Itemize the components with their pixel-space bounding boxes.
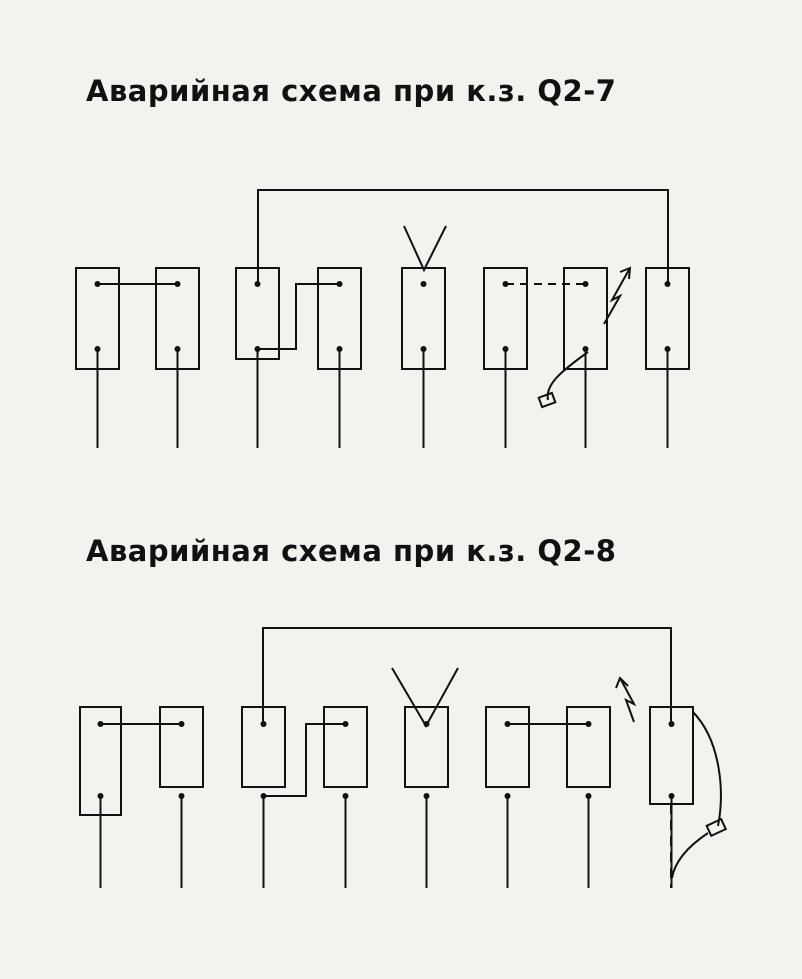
ground-clip-wire bbox=[692, 711, 722, 827]
short-circuit-arrow-head bbox=[615, 676, 629, 689]
terminal-box-5 bbox=[404, 706, 449, 788]
input-104-v bbox=[403, 225, 447, 273]
terminal-box-2 bbox=[159, 706, 204, 788]
bridge-3-8 bbox=[262, 627, 672, 724]
ground-clip-wire bbox=[546, 351, 589, 401]
terminal-box-7 bbox=[566, 706, 611, 788]
bridge-3-8 bbox=[257, 189, 669, 284]
terminal-top-point bbox=[420, 281, 427, 287]
short-circuit-arrow bbox=[619, 677, 637, 723]
diagram-title-q2-7: Аварийная схема при к.з. Q2-7 bbox=[86, 74, 617, 108]
diagram-title-q2-8: Аварийная схема при к.з. Q2-8 bbox=[86, 534, 617, 568]
input-104-v bbox=[391, 667, 459, 729]
short-circuit-arrow-head bbox=[619, 266, 632, 280]
terminal-top-point bbox=[582, 281, 589, 287]
terminal-top-point bbox=[585, 721, 592, 727]
terminal-top-point bbox=[342, 721, 349, 727]
terminal-top-point bbox=[502, 281, 509, 287]
ground-clip-return bbox=[671, 832, 709, 879]
jumper-3-4 bbox=[258, 283, 340, 350]
terminal-top-point bbox=[94, 281, 101, 287]
jumper-3-4 bbox=[263, 723, 345, 797]
terminal-box-4 bbox=[323, 706, 368, 788]
ground-clip bbox=[705, 817, 728, 838]
terminal-box-6 bbox=[485, 706, 530, 788]
terminal-top-point bbox=[178, 721, 185, 727]
ground-clip bbox=[537, 391, 557, 409]
short-circuit-arrow bbox=[603, 267, 631, 325]
